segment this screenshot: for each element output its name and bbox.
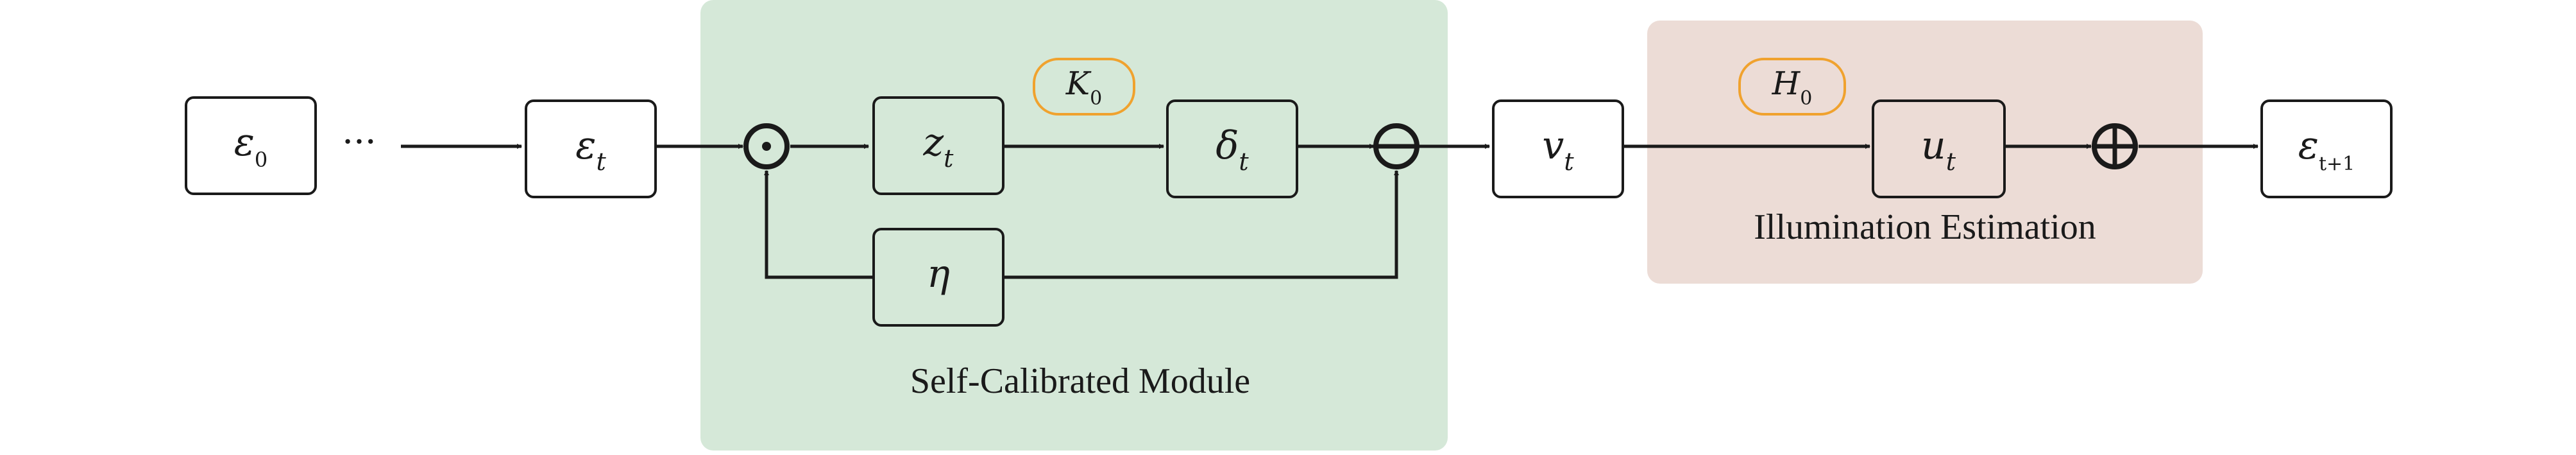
svg-text:εt+1: εt+1 (2298, 123, 2355, 175)
svg-text:δt: δt (1216, 123, 1249, 176)
node-epsilon-0: ε0 (185, 96, 317, 195)
svg-text:ε0: ε0 (234, 120, 268, 172)
subtract-operator (1373, 123, 1419, 169)
node-epsilon-t-plus-1: εt+1 (2260, 99, 2393, 198)
illumination-estimation-label: Illumination Estimation (1754, 207, 2096, 247)
svg-text:H0: H0 (1772, 65, 1813, 110)
svg-text:ut: ut (1921, 123, 1956, 176)
svg-text:vt: vt (1542, 123, 1574, 176)
node-eta: η (872, 228, 1004, 327)
node-z-t: zt (872, 96, 1004, 195)
svg-text:εt: εt (575, 123, 606, 176)
param-H0: H0 (1738, 58, 1846, 116)
node-delta-t: δt (1166, 99, 1298, 198)
svg-text:η: η (927, 252, 950, 296)
param-K0: K0 (1033, 58, 1135, 116)
self-calibrated-module-label: Self-Calibrated Module (910, 361, 1250, 401)
ellipsis: ··· (342, 121, 376, 163)
svg-text:K0: K0 (1065, 65, 1102, 110)
svg-text:zt: zt (923, 120, 954, 173)
node-u-t: ut (1872, 99, 2006, 198)
edge-eta-subtract (1002, 170, 1399, 279)
node-epsilon-t: εt (525, 99, 657, 198)
multiply-operator (743, 123, 790, 169)
edge-eta-multiply (764, 170, 872, 279)
node-v-t: vt (1492, 99, 1624, 198)
add-operator (2092, 123, 2138, 169)
